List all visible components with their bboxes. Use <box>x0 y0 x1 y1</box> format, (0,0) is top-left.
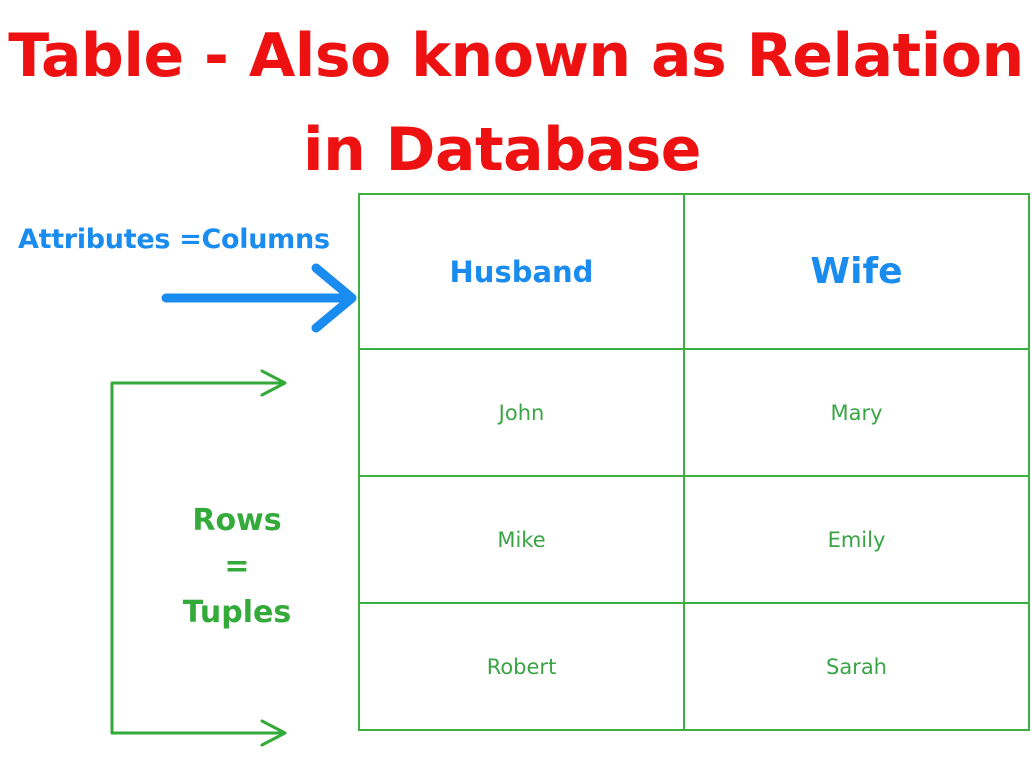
attributes-label: Attributes =Columns <box>18 224 330 255</box>
relation-table: Husband Wife John Mary Mike Emily Robert… <box>358 193 1030 731</box>
table-cell: Robert <box>358 602 685 731</box>
rows-label-line1: Rows <box>192 503 282 538</box>
column-header-wife: Wife <box>683 193 1030 350</box>
table-cell: Sarah <box>683 602 1030 731</box>
table-row: Mike Emily <box>358 475 1030 604</box>
column-header-husband: Husband <box>358 193 685 350</box>
page-title-line1: Table - Also known as Relation <box>8 21 1024 91</box>
rows-label-line2: = <box>224 549 250 584</box>
rows-label-line3: Tuples <box>182 595 292 630</box>
blue-arrow-icon <box>161 263 357 333</box>
table-header-row: Husband Wife <box>358 193 1030 350</box>
table-cell: Mike <box>358 475 685 604</box>
page-title-line2: in Database <box>303 115 701 185</box>
rows-tuples-label: Rows = Tuples <box>162 498 312 636</box>
green-bracket-arrows-icon <box>110 369 287 747</box>
table-cell: John <box>358 348 685 477</box>
table-cell: Emily <box>683 475 1030 604</box>
table-row: John Mary <box>358 348 1030 477</box>
table-row: Robert Sarah <box>358 602 1030 731</box>
table-cell: Mary <box>683 348 1030 477</box>
